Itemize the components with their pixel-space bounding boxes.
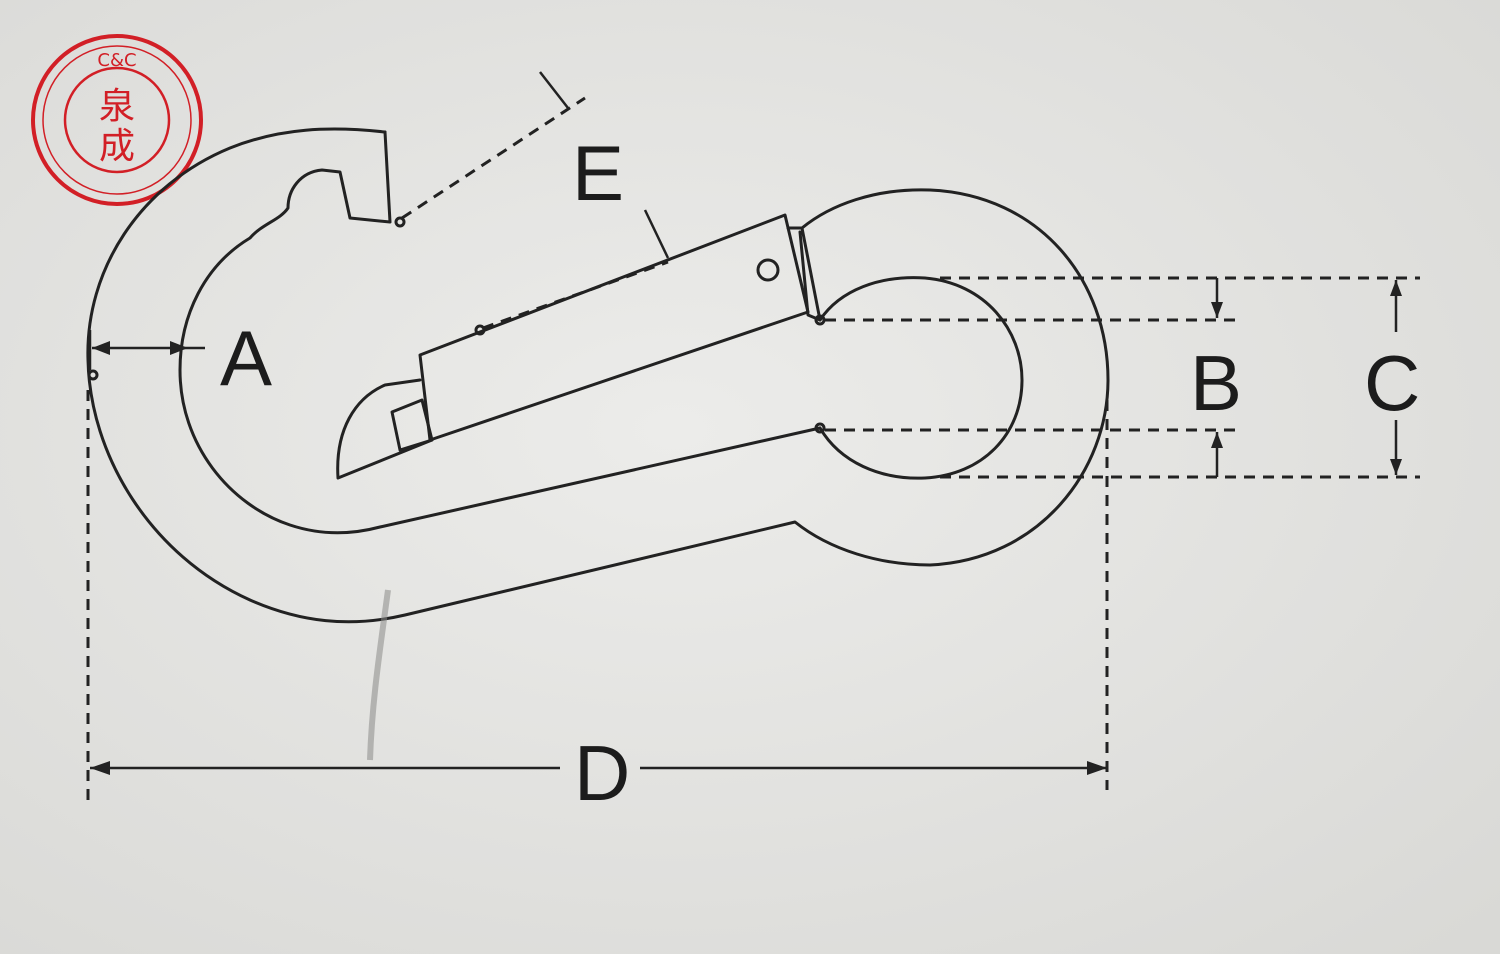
label-c: C: [1364, 339, 1420, 427]
ref-dot-eye-bottom: [814, 422, 826, 434]
ref-dot-nose: [394, 216, 406, 228]
gate-hinge: [786, 226, 822, 322]
gate-latch-block: [390, 398, 434, 452]
label-b: B: [1190, 339, 1242, 427]
seal-char-lower: 成: [99, 126, 135, 167]
label-a: A: [220, 314, 272, 402]
spring-gate: [418, 213, 810, 442]
gate-latch-tip: [336, 378, 434, 480]
dimension-a: A: [88, 314, 272, 402]
dimension-e: E: [401, 71, 670, 330]
ref-dot-eye-top: [814, 314, 826, 326]
seal-text-top: C&C: [97, 50, 136, 71]
dimension-b-c: B C: [825, 276, 1420, 479]
ref-dot-left: [87, 369, 99, 381]
dimension-d: D: [86, 390, 1109, 817]
label-d: D: [574, 729, 630, 817]
hook-nose: [178, 130, 822, 535]
hook-eye-inner: [818, 276, 1024, 480]
pencil-mark: [367, 589, 391, 761]
company-seal: C&C 泉 成: [31, 34, 203, 206]
gate-rivet: [756, 258, 780, 282]
hook-outer-outline: [86, 127, 1110, 624]
label-e: E: [572, 129, 624, 217]
ref-dot-gate: [474, 324, 486, 336]
seal-char-upper: 泉: [99, 86, 135, 127]
